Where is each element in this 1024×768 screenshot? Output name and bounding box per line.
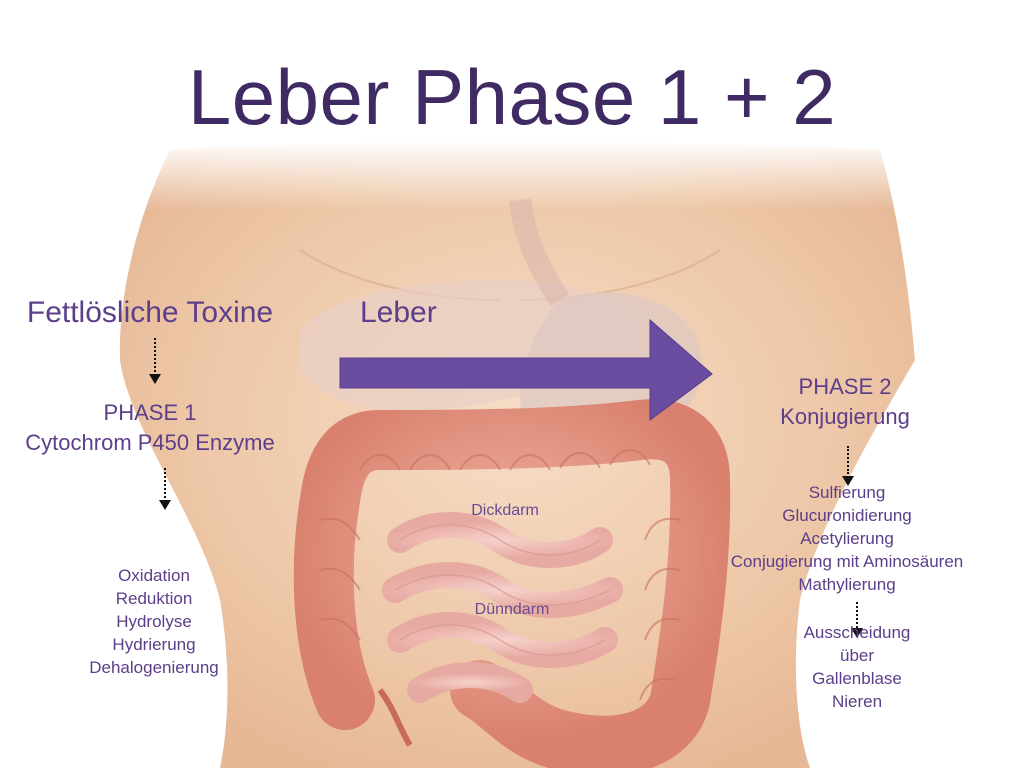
list-item: Nieren: [831, 692, 883, 711]
phase1-subtitle: Cytochrom P450 Enzyme: [25, 430, 275, 455]
list-item: Hydrierung: [112, 635, 196, 654]
phase1-title: PHASE 1: [103, 400, 197, 425]
page-title: Leber Phase 1 + 2: [187, 53, 837, 141]
list-item: Glucuronidierung: [782, 506, 912, 525]
label-duenndarm: Dünndarm: [474, 601, 550, 618]
list-item: Gallenblase: [812, 669, 902, 688]
phase1-reaction-list: Oxidation Reduktion Hydrolyse Hydrierung…: [54, 564, 254, 679]
process-arrow: [339, 318, 713, 421]
list-item: Sulfierung: [808, 483, 886, 502]
phase2-subtitle: Konjugierung: [780, 404, 910, 429]
dotted-connector-4: [856, 602, 860, 628]
list-item: über: [839, 646, 875, 665]
list-item: Conjugierung mit Aminosäuren: [730, 552, 964, 571]
list-item: Mathylierung: [798, 575, 896, 594]
dotted-connector-3: [847, 446, 851, 474]
arrowhead-down-icon: [149, 374, 161, 384]
label-dickdarm: Dickdarm: [471, 502, 539, 519]
list-item: Dehalogenierung: [89, 658, 219, 677]
arrow-label: Leber: [360, 296, 437, 329]
list-item: Hydrolyse: [116, 612, 192, 631]
arrowhead-down-icon: [842, 476, 854, 486]
dotted-connector-2: [164, 468, 168, 498]
phase2-title: PHASE 2: [798, 374, 892, 399]
arrowhead-down-icon: [159, 500, 171, 510]
list-item: Ausscheidung: [803, 623, 911, 642]
excretion-list: Ausscheidung über Gallenblase Nieren: [757, 621, 957, 713]
list-item: Reduktion: [115, 589, 193, 608]
dotted-connector-1: [154, 338, 158, 372]
arrowhead-down-icon: [851, 628, 863, 638]
colon-shape: [293, 399, 731, 768]
list-item: Acetylierung: [800, 529, 894, 548]
left-heading: Fettlösliche Toxine: [26, 296, 274, 329]
list-item: Oxidation: [118, 566, 190, 585]
phase2-reaction-list: Sulfierung Glucuronidierung Acetylierung…: [712, 481, 982, 596]
